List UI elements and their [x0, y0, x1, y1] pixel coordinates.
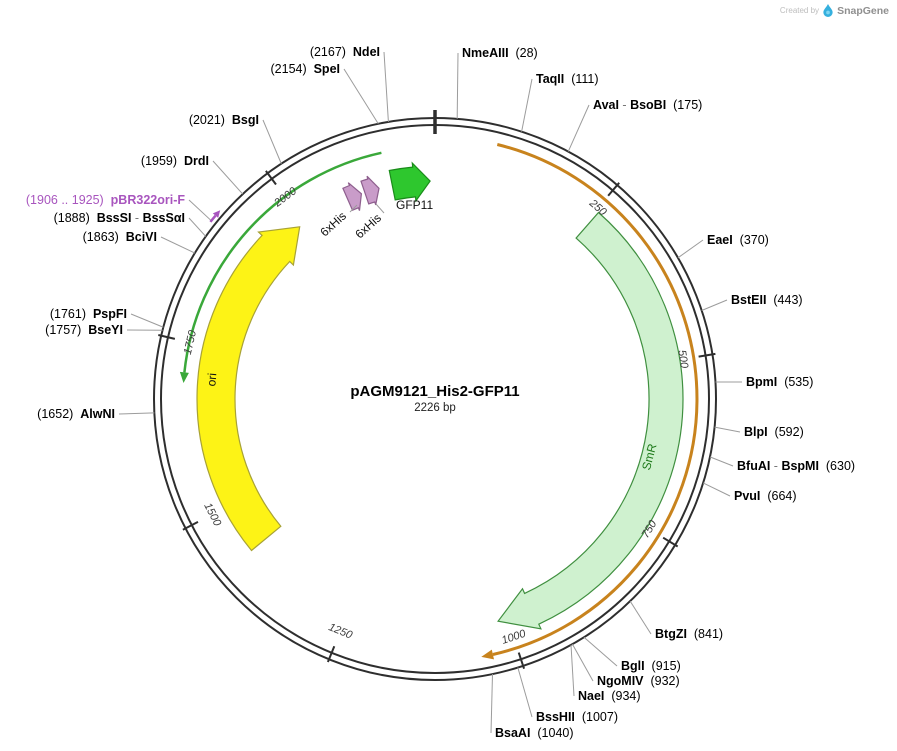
restriction-site-BglI[interactable]: BglI (915) — [583, 636, 681, 673]
feature-label-6xHis-1[interactable]: 6xHis — [317, 204, 358, 239]
restriction-site-AvaI-BsoBI[interactable]: AvaI - BsoBI (175) — [567, 98, 702, 152]
svg-text:NgoMIV (932): NgoMIV (932) — [597, 674, 680, 688]
svg-text:BstEII (443): BstEII (443) — [731, 293, 803, 307]
feature-label-GFP11-0[interactable]: GFP11 — [396, 198, 433, 212]
svg-text:BtgZI (841): BtgZI (841) — [655, 627, 723, 641]
svg-text:(1906 .. 1925) pBR322ori-F: (1906 .. 1925) pBR322ori-F — [26, 193, 185, 207]
position-tick-2000: 2000 — [265, 170, 300, 210]
feature-6xHis-1[interactable] — [342, 182, 363, 211]
feature-label-6xHis-2[interactable]: 6xHis — [352, 203, 385, 241]
feature-SmR[interactable]: SmR — [497, 211, 684, 630]
restriction-site-BssHII[interactable]: BssHII (1007) — [517, 667, 618, 724]
feature-label-SmR[interactable]: SmR — [639, 442, 660, 472]
restriction-site-BfuAI-BspMI[interactable]: BfuAI - BspMI (630) — [709, 456, 855, 473]
restriction-site-NmeAIII[interactable]: NmeAIII (28) — [456, 46, 538, 119]
svg-text:BsaAI (1040): BsaAI (1040) — [495, 726, 574, 740]
position-tick-1750: 1750 — [158, 328, 199, 356]
restriction-site-NdeI[interactable]: (2167) NdeI — [310, 45, 389, 122]
svg-text:AvaI - BsoBI (175): AvaI - BsoBI (175) — [593, 98, 702, 112]
restriction-site-BsaAI[interactable]: BsaAI (1040) — [490, 674, 574, 740]
credit-prefix-text: Created by — [779, 6, 820, 15]
svg-text:BssHII (1007): BssHII (1007) — [536, 710, 618, 724]
feature-label-ori[interactable]: ori — [204, 372, 219, 386]
svg-text:NaeI (934): NaeI (934) — [578, 689, 641, 703]
svg-text:(2167) NdeI: (2167) NdeI — [310, 45, 380, 59]
plasmid-size: 2226 bp — [414, 402, 456, 414]
position-tick-500: 500 — [675, 349, 716, 370]
restriction-site-PspFI[interactable]: (1761) PspFI — [50, 307, 164, 328]
restriction-site-EaeI[interactable]: EaeI (370) — [677, 233, 769, 259]
feature-ori[interactable]: ori — [196, 226, 301, 552]
primer-label-pBR322ori-F[interactable]: (1906 .. 1925) pBR322ori-F — [26, 193, 211, 221]
svg-text:(2154) SpeI: (2154) SpeI — [271, 62, 341, 76]
svg-text:BfuAI - BspMI (630): BfuAI - BspMI (630) — [737, 459, 855, 473]
svg-text:6xHis: 6xHis — [317, 209, 349, 239]
svg-text:(2021) BsgI: (2021) BsgI — [189, 113, 259, 127]
restriction-site-AlwNI[interactable]: (1652) AlwNI — [37, 407, 155, 421]
svg-text:(1863) BciVI: (1863) BciVI — [83, 230, 157, 244]
restriction-site-PvuI[interactable]: PvuI (664) — [702, 482, 797, 503]
feature-SmR-cassette-arc[interactable] — [481, 143, 699, 660]
restriction-site-BseYI[interactable]: (1757) BseYI — [45, 323, 163, 337]
restriction-site-NgoMIV[interactable]: NgoMIV (932) — [571, 643, 680, 688]
svg-text:EaeI (370): EaeI (370) — [707, 233, 769, 247]
svg-text:NmeAIII (28): NmeAIII (28) — [462, 46, 538, 60]
restriction-site-BsgI[interactable]: (2021) BsgI — [189, 113, 282, 164]
svg-text:PvuI (664): PvuI (664) — [734, 489, 797, 503]
snapgene-logo-icon — [823, 4, 833, 17]
svg-text:6xHis: 6xHis — [352, 211, 384, 241]
svg-text:(1757) BseYI: (1757) BseYI — [45, 323, 123, 337]
svg-text:(1888) BssSI - BssSαI: (1888) BssSI - BssSαI — [54, 211, 185, 225]
restriction-site-NaeI[interactable]: NaeI (934) — [570, 644, 641, 703]
svg-text:(1959) DrdI: (1959) DrdI — [141, 154, 209, 168]
svg-text:BglI (915): BglI (915) — [621, 659, 681, 673]
restriction-site-BssSI-BssSαI[interactable]: (1888) BssSI - BssSαI — [54, 211, 207, 237]
restriction-site-TaqII[interactable]: TaqII (111) — [521, 72, 599, 132]
svg-text:1500: 1500 — [201, 501, 223, 529]
svg-text:TaqII (111): TaqII (111) — [536, 72, 599, 86]
restriction-site-BciVI[interactable]: (1863) BciVI — [83, 230, 196, 254]
feature-pBR322ori-F[interactable] — [209, 210, 221, 223]
feature-GFP11[interactable] — [388, 161, 431, 203]
plasmid-name: pAGM9121_His2-GFP11 — [350, 383, 520, 400]
svg-text:(1652) AlwNI: (1652) AlwNI — [37, 407, 115, 421]
restriction-site-BtgZI[interactable]: BtgZI (841) — [629, 600, 723, 641]
restriction-site-BpmI[interactable]: BpmI (535) — [715, 375, 813, 389]
restriction-site-DrdI[interactable]: (1959) DrdI — [141, 154, 244, 195]
snapgene-credit: Created by SnapGene — [780, 4, 889, 17]
svg-text:BpmI (535): BpmI (535) — [746, 375, 813, 389]
svg-text:GFP11: GFP11 — [396, 198, 433, 212]
svg-text:BlpI (592): BlpI (592) — [744, 425, 804, 439]
credit-brand-text: SnapGene — [837, 4, 889, 17]
svg-text:1250: 1250 — [327, 621, 355, 642]
restriction-site-SpeI[interactable]: (2154) SpeI — [271, 62, 379, 125]
svg-text:1750: 1750 — [182, 328, 199, 355]
position-tick-1500: 1500 — [182, 501, 224, 531]
feature-rep-region-arc[interactable] — [179, 151, 382, 383]
svg-text:(1761) PspFI: (1761) PspFI — [50, 307, 127, 321]
feature-6xHis-2[interactable] — [360, 175, 380, 206]
svg-text:500: 500 — [675, 349, 690, 370]
restriction-site-BlpI[interactable]: BlpI (592) — [714, 425, 804, 439]
restriction-site-BstEII[interactable]: BstEII (443) — [701, 293, 803, 311]
